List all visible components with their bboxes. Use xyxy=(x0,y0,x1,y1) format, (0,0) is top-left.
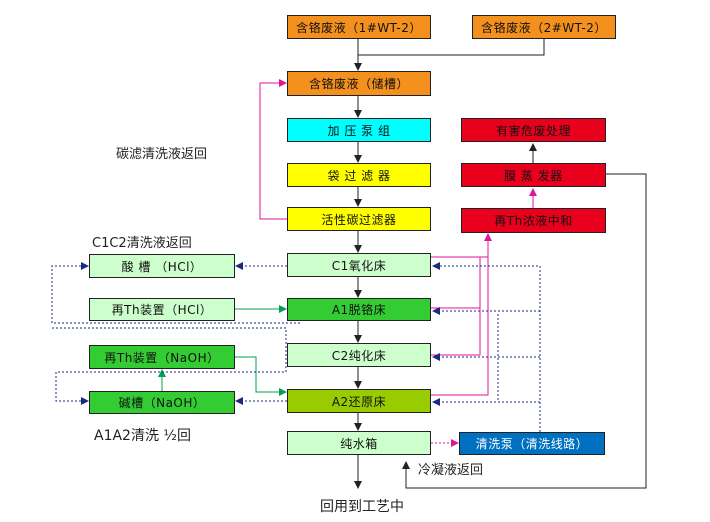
carbon-return-line xyxy=(259,79,288,220)
wash-pump-box: 清洗泵（清洗线路） xyxy=(459,432,605,455)
concentrate-lines xyxy=(431,188,537,396)
hazardous-waste-box: 有害危废处理 xyxy=(461,118,606,142)
c1c2-wash-return-label: C1C2清洗液返回 xyxy=(92,236,192,251)
concentrate-neutralization-box: 再Th浓液中和 xyxy=(461,208,606,233)
membrane-evaporator-box: 膜 蒸 发器 xyxy=(461,163,606,187)
regeneration-hcl-box: 再Th装置（HCl） xyxy=(89,298,235,321)
carbon-wash-return-label: 碳滤清洗液返回 xyxy=(116,147,208,162)
wash-return-lines xyxy=(51,262,541,432)
regeneration-lines xyxy=(158,305,287,396)
storage-tank-box: 含铬废液（储槽） xyxy=(287,71,431,96)
condensate-return-label: 冷凝液返回 xyxy=(418,463,484,478)
acid-tank-box: 酸 槽 （HCl） xyxy=(89,254,235,278)
main-flow-lines xyxy=(354,39,647,489)
c2-purification-bed-box: C2纯化床 xyxy=(287,343,431,367)
c1-oxidation-bed-box: C1氧化床 xyxy=(287,253,431,277)
waste-liquid-1-box: 含铬废液（1#WT-2） xyxy=(287,15,431,39)
pure-water-tank-box: 纯水箱 xyxy=(287,431,431,455)
a1a2-wash-return-label: A1A2清洗 ½回 xyxy=(94,428,191,444)
pump-group-box: 加 压 泵 组 xyxy=(287,118,431,142)
alkali-tank-box: 碱槽（NaOH） xyxy=(89,391,235,414)
reuse-in-process-label: 回用到工艺中 xyxy=(320,499,404,515)
a2-reduction-bed-box: A2还原床 xyxy=(287,389,431,413)
bag-filter-box: 袋 过 滤 器 xyxy=(287,163,431,187)
waste-liquid-2-box: 含铬废液（2#WT-2） xyxy=(472,15,616,39)
regeneration-naoh-box: 再Th装置（NaOH） xyxy=(89,345,235,369)
a1-dechrome-bed-box: A1脱铬床 xyxy=(287,298,431,321)
carbon-filter-box: 活性碳过滤器 xyxy=(287,207,431,231)
